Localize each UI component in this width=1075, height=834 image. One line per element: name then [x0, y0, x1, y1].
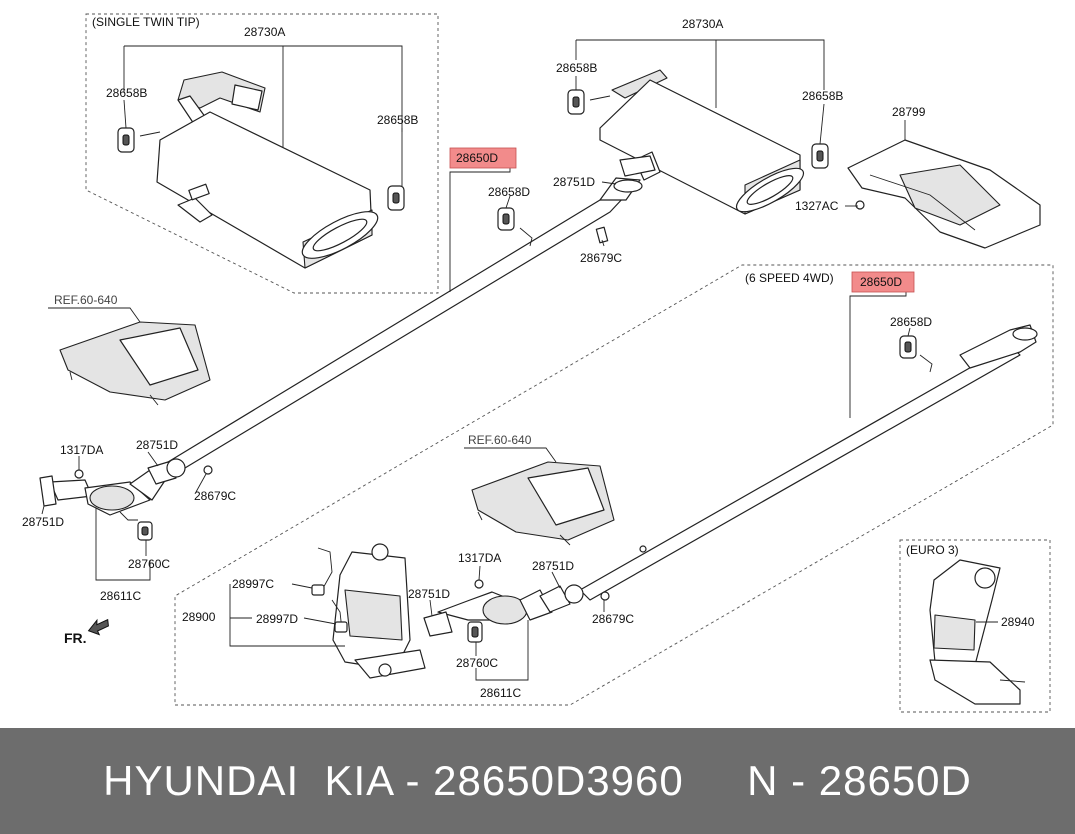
label-center-pipe-bottom: 28650D: [860, 275, 902, 289]
label-gasket-mid-left: 28751D: [136, 438, 178, 452]
leader-lines: [41, 39, 998, 681]
muffler-left: [156, 71, 379, 269]
front-pipe-bottom: [423, 584, 610, 637]
oxygen-sensor-a-icon: [311, 547, 333, 596]
oxygen-sensor-b-icon: [331, 599, 348, 633]
front-pipe-left: [39, 458, 213, 521]
label-hanger-d-top: 28658D: [488, 185, 530, 199]
label-nut-bottom: 28679C: [592, 612, 634, 626]
label-muffler-right: 28730A: [682, 17, 723, 31]
part-number-text: HYUNDAI KIA - 28650D3960 N - 28650D: [103, 757, 972, 804]
label-ref-top: REF.60-640: [54, 293, 118, 307]
label-hanger-c-bottom: 28760C: [456, 656, 498, 670]
label-hanger-right-b: 28658B: [802, 89, 843, 103]
catalytic-converter-assy: [332, 543, 426, 679]
label-euro3: (EURO 3): [906, 543, 959, 557]
label-heat-protector: 28799: [892, 105, 926, 119]
label-nut-top: 28679C: [580, 251, 622, 265]
group-box-six-speed: [174, 264, 1054, 706]
heat-shield-bottom: [471, 461, 615, 546]
highlight-center-pipe-top: [449, 147, 517, 169]
label-hanger-left-a: 28658B: [106, 86, 147, 100]
label-nut-1317-left: 1317DA: [60, 443, 103, 457]
nut-1317-left-icon: [74, 469, 84, 479]
label-single-twin-tip: (SINGLE TWIN TIP): [92, 15, 200, 29]
hanger-left-a-icon: [117, 127, 161, 153]
catalyst-euro3: [929, 559, 1026, 705]
muffler-right: [599, 69, 805, 215]
label-gasket-far-left: 28751D: [22, 515, 64, 529]
label-ref-bottom: REF.60-640: [468, 433, 532, 447]
hanger-d-top-icon: [497, 207, 533, 247]
hanger-c-bottom-icon: [467, 621, 483, 643]
label-catalyst-euro: 28940: [1001, 615, 1035, 629]
label-gasket-top-right: 28751D: [553, 175, 595, 189]
group-box-single-twin-tip: [85, 13, 439, 294]
label-center-pipe-top: 28650D: [456, 151, 498, 165]
part-number-banner: HYUNDAI KIA - 28650D3960 N - 28650D: [0, 728, 1075, 834]
label-six-speed: (6 SPEED 4WD): [745, 271, 834, 285]
center-pipe-bottom: [579, 324, 1038, 601]
label-bolt-1327: 1327AC: [795, 199, 839, 213]
label-nut-mid-left: 28679C: [194, 489, 236, 503]
label-nut-1317-bottom: 1317DA: [458, 551, 501, 565]
label-gasket-b2: 28751D: [532, 559, 574, 573]
label-muffler-left: 28730A: [244, 25, 285, 39]
hanger-right-b-icon: [811, 143, 829, 169]
hanger-right-a-icon: [567, 89, 611, 115]
hanger-left-b-icon: [387, 185, 405, 211]
label-hanger-d-bottom: 28658D: [890, 315, 932, 329]
front-arrow-icon: [87, 618, 109, 636]
label-catalyst-assy: 28900: [182, 610, 216, 624]
nut-1317-bottom-icon: [474, 579, 484, 589]
label-sensor-a: 28997C: [232, 577, 274, 591]
group-box-euro3: [899, 539, 1051, 713]
label-front-pipe-bottom: 28611C: [480, 686, 521, 700]
label-hanger-right-a: 28658B: [556, 61, 597, 75]
highlight-center-pipe-bottom: [851, 271, 915, 293]
hanger-c-left-icon: [137, 521, 153, 541]
exhaust-parts-diagram: (SINGLE TWIN TIP) 28730A 28658B 28658B 2…: [22, 13, 1054, 713]
hanger-d-bottom-icon: [899, 335, 933, 373]
heat-shield-top: [59, 321, 211, 406]
heat-protector-panel: [847, 139, 1041, 249]
label-hanger-left-b: 28658B: [377, 113, 418, 127]
label-front-pipe-left: 28611C: [100, 589, 141, 603]
label-hanger-c-left: 28760C: [128, 557, 170, 571]
label-front-arrow: FR.: [64, 630, 87, 646]
label-sensor-b: 28997D: [256, 612, 298, 626]
label-gasket-b1: 28751D: [408, 587, 450, 601]
